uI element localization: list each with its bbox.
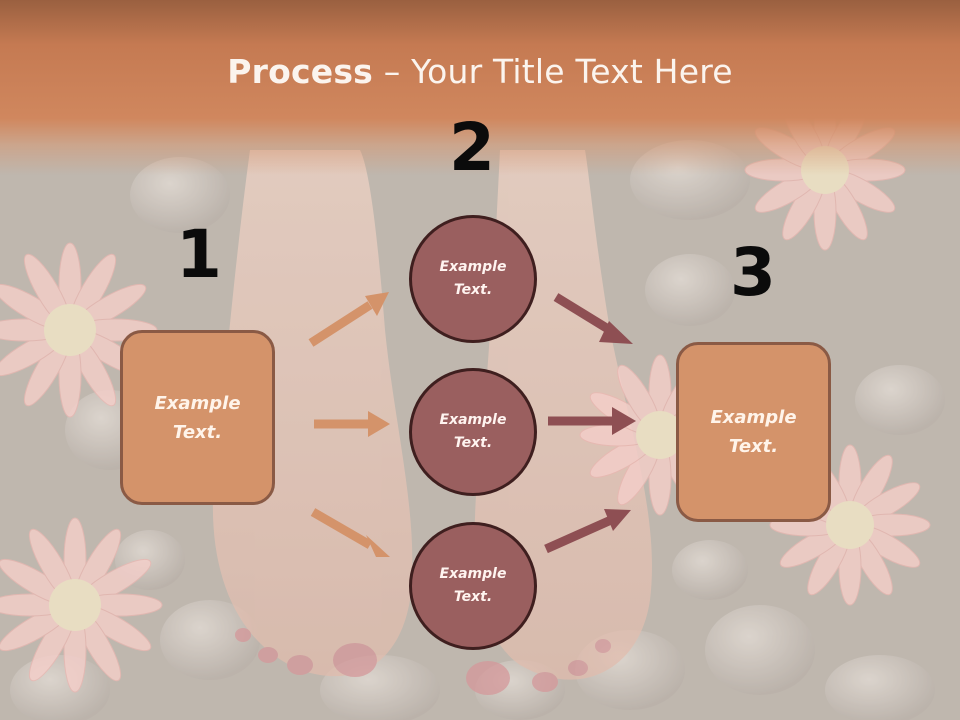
arrow-1-to-2-bottom — [310, 508, 390, 557]
step-2-circle-middle: Example Text. — [409, 368, 537, 496]
arrow-1-to-2-middle — [314, 411, 390, 437]
step-2-item-middle-label: Example Text. — [439, 412, 507, 451]
step-2-item-top-label: Example Text. — [439, 259, 507, 298]
step-3-label: Example Text. — [710, 407, 797, 457]
step-2-item-bottom-label: Example Text. — [439, 566, 507, 605]
step-2-circle-bottom: Example Text. — [409, 522, 537, 650]
step-3-box: Example Text. — [676, 342, 831, 522]
title-rest: – Your Title Text Here — [373, 52, 733, 91]
arrow-1-to-2-top — [308, 292, 389, 347]
arrow-2-to-3-bottom — [544, 509, 631, 554]
title-bold: Process — [227, 52, 374, 91]
title-band — [0, 0, 960, 175]
step-number-3: 3 — [730, 234, 776, 311]
step-number-2: 2 — [449, 109, 495, 186]
step-1-label: Example Text. — [154, 392, 241, 443]
slide-title: Process – Your Title Text Here — [0, 52, 960, 91]
arrow-2-to-3-top — [553, 293, 633, 344]
arrow-2-to-3-middle — [548, 407, 636, 435]
step-1-box: Example Text. — [120, 330, 275, 505]
step-number-1: 1 — [176, 216, 222, 293]
step-2-circle-top: Example Text. — [409, 215, 537, 343]
